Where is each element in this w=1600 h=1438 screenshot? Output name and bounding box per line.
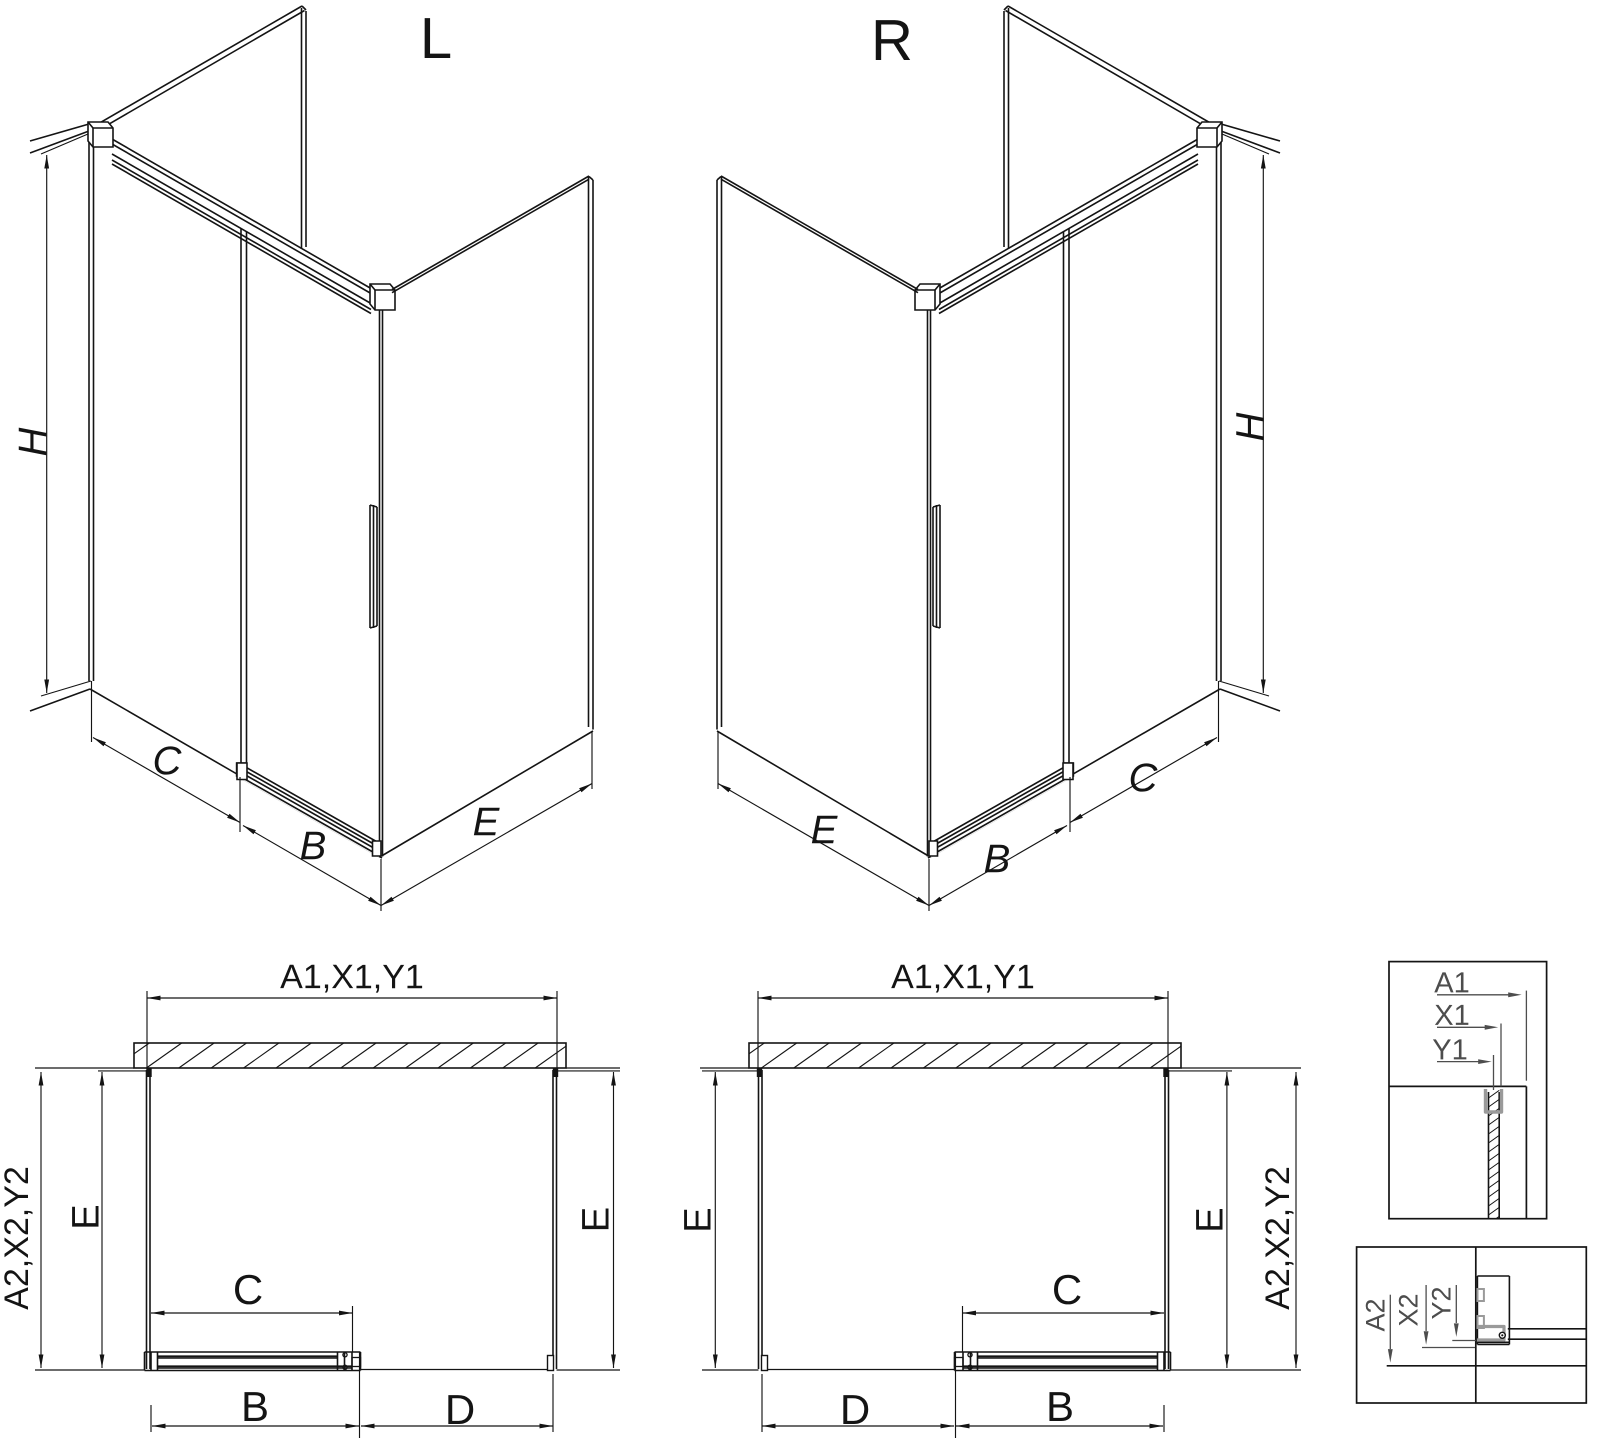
svg-text:D: D (840, 1386, 870, 1433)
svg-text:A1: A1 (1434, 967, 1470, 999)
svg-text:E: E (576, 1207, 618, 1232)
svg-text:X2: X2 (1394, 1293, 1424, 1326)
svg-text:C: C (1129, 756, 1159, 800)
svg-text:E: E (66, 1204, 108, 1229)
svg-text:D: D (445, 1386, 475, 1433)
svg-text:R: R (871, 8, 913, 73)
svg-text:B: B (300, 824, 327, 868)
svg-text:E: E (678, 1207, 720, 1232)
svg-text:B: B (241, 1383, 269, 1430)
svg-text:A1,X1,Y1: A1,X1,Y1 (280, 958, 424, 996)
svg-text:C: C (1052, 1266, 1082, 1313)
svg-text:Y2: Y2 (1427, 1286, 1457, 1319)
svg-text:A2,X2,Y2: A2,X2,Y2 (0, 1166, 36, 1310)
svg-text:B: B (1046, 1383, 1074, 1430)
svg-text:A2,X2,Y2: A2,X2,Y2 (1259, 1166, 1297, 1310)
svg-text:X1: X1 (1434, 1000, 1470, 1032)
svg-text:B: B (984, 837, 1011, 881)
svg-text:H: H (1228, 412, 1272, 441)
svg-text:C: C (233, 1266, 263, 1313)
svg-text:C: C (153, 739, 183, 783)
svg-text:L: L (420, 6, 452, 71)
svg-text:A1,X1,Y1: A1,X1,Y1 (891, 958, 1035, 996)
svg-text:E: E (1190, 1207, 1232, 1232)
svg-text:E: E (473, 800, 501, 844)
svg-text:A2: A2 (1361, 1298, 1391, 1331)
svg-text:E: E (811, 808, 839, 852)
svg-text:H: H (11, 427, 55, 456)
